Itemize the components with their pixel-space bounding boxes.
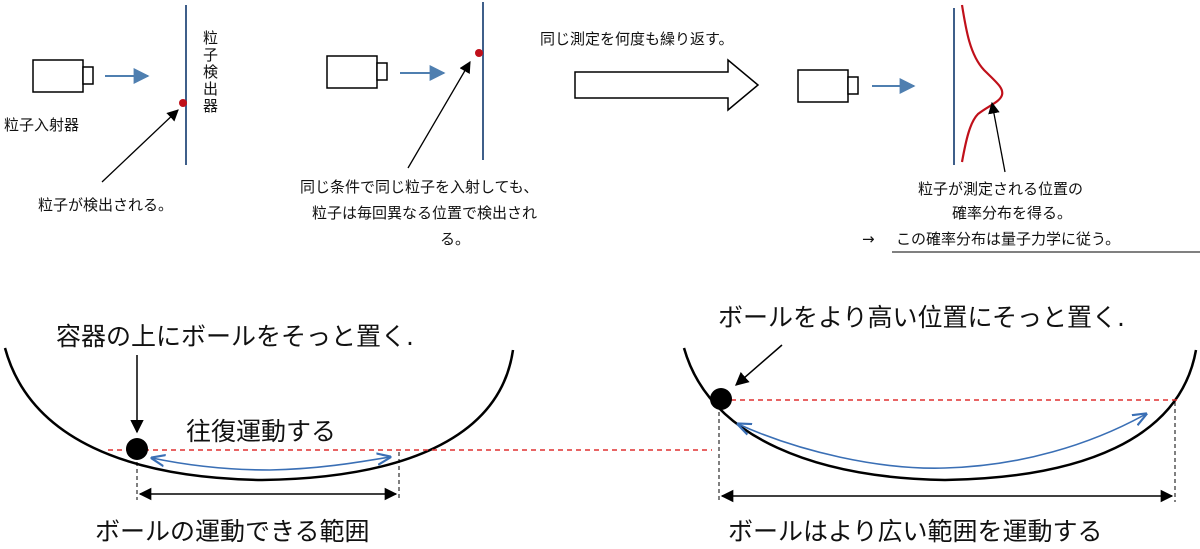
pointer-arrow (101, 109, 179, 183)
caption-line-2: 確率分布を得る。 (952, 204, 1072, 222)
pointer-arrow (988, 101, 1006, 173)
range-label: ボールはより広い範囲を運動する (728, 517, 1103, 546)
repeat-step: 同じ測定を何度も繰り返す。 (540, 30, 760, 112)
pointer-arrow (407, 60, 471, 169)
place-label: 容器の上にボールをそっと置く. (56, 322, 414, 351)
caption-line-1: 粒子が測定される位置の (918, 180, 1083, 198)
conclusion-label: この確率分布は量子力学に従う。 (896, 230, 1120, 248)
bowl-container (3, 347, 515, 482)
bottom-left-bowl-scene: 容器の上にボールをそっと置く. 往復運動する ボールの運動できる範囲 (3, 322, 712, 546)
caption-line-3: る。 (440, 230, 470, 248)
panel-1: 粒子入射器 粒子検出器 粒子が検出される。 (4, 5, 219, 214)
oscillation-arrow (738, 414, 1146, 469)
caption-line-1: 同じ条件で同じ粒子を入射しても、 (300, 178, 538, 196)
big-hollow-arrow (574, 58, 760, 112)
panel-3: 粒子が測定される位置の 確率分布を得る。 → この確率分布は量子力学に従う。 (797, 4, 1200, 253)
place-label: ボールをより高い位置にそっと置く. (718, 303, 1125, 332)
panel-2: 同じ条件で同じ粒子を入射しても、 粒子は毎回異なる位置で検出され る。 (300, 2, 538, 248)
bowl-container (682, 347, 1198, 482)
oscillation-arrow (152, 457, 390, 471)
drop-arrow (734, 344, 783, 386)
ball (710, 388, 732, 410)
detected-label: 粒子が検出される。 (38, 196, 173, 214)
particle-source-icon (797, 69, 859, 103)
arrow-symbol: → (862, 230, 875, 248)
probability-distribution-curve (960, 4, 1004, 163)
detector-label: 粒子検出器 (201, 30, 219, 115)
caption-line-2: 粒子は毎回異なる位置で検出され (312, 204, 537, 222)
detected-particle (475, 49, 483, 57)
range-label: ボールの運動できる範囲 (95, 517, 370, 546)
detected-particle (179, 99, 187, 107)
repeat-label: 同じ測定を何度も繰り返す。 (540, 30, 734, 48)
particle-source-icon (326, 55, 388, 89)
source-label: 粒子入射器 (4, 116, 79, 134)
bottom-right-bowl-scene: ボールをより高い位置にそっと置く. ボールはより広い範囲を運動する (682, 303, 1198, 546)
particle-source-icon (32, 59, 94, 93)
motion-label: 往復運動する (186, 417, 336, 446)
ball (126, 438, 148, 460)
